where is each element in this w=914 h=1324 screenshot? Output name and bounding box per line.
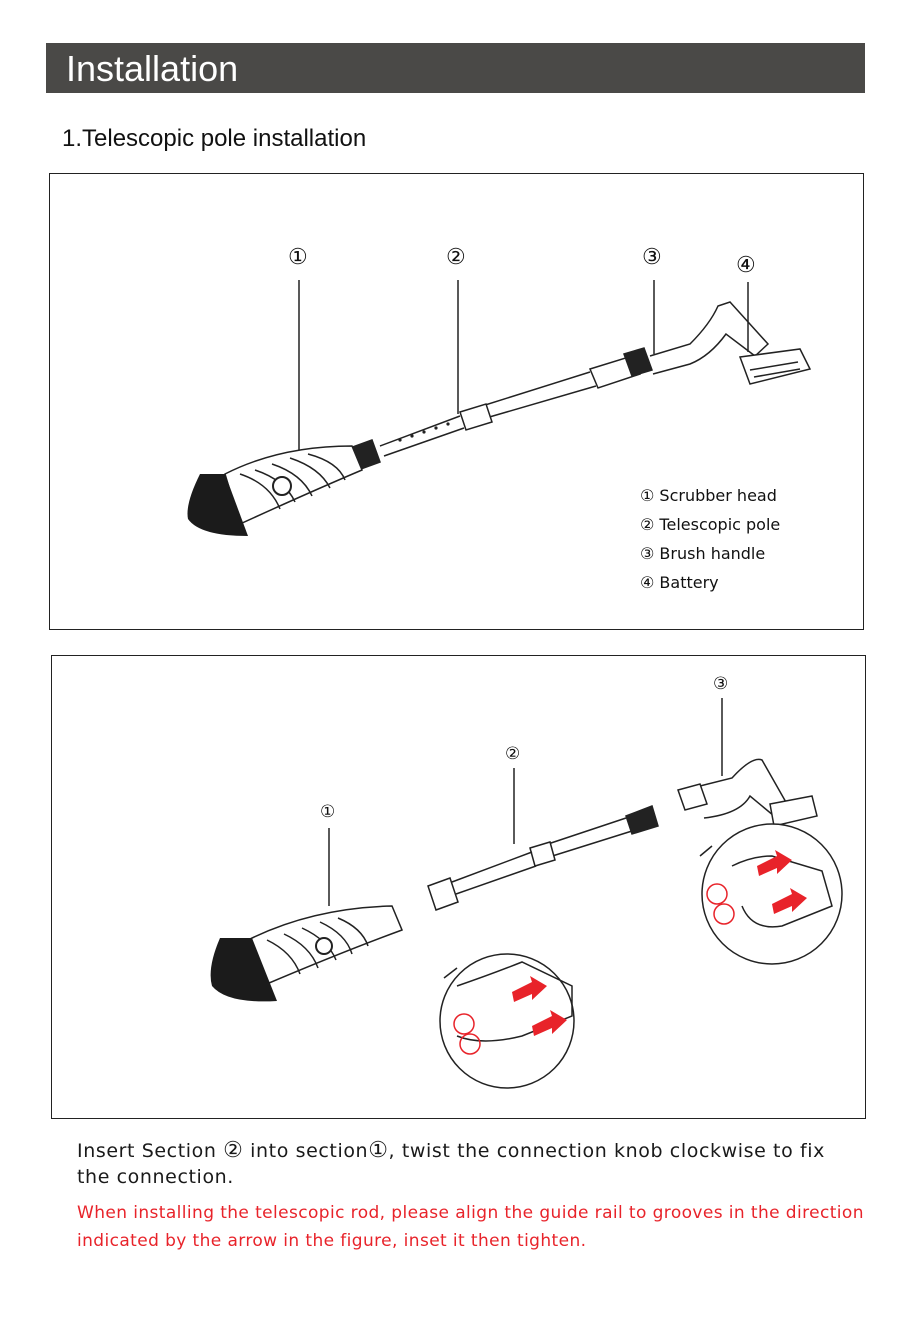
section-header-bar: Installation [46,43,865,93]
legend-item-battery: ④ Battery [640,573,719,592]
callout-3: ③ [713,674,729,694]
callout-4: ④ [736,253,756,278]
subsection-title: 1.Telescopic pole installation [62,125,367,152]
figure-assembled-scrubber: ① ② ③ ④ [49,173,864,630]
instruction-num: ① [368,1138,389,1163]
instruction-part: , twist the connection knob clockwise to… [77,1140,825,1188]
warning-text: When installing the telescopic rod, plea… [77,1203,864,1251]
legend-item-telescopic-pole: ② Telescopic pole [640,515,781,534]
callout-2: ② [446,245,466,270]
legend-item-brush-handle: ③ Brush handle [640,544,766,563]
callout-2: ② [505,744,521,764]
instruction-part: into section [243,1140,369,1162]
callout-1: ① [320,802,336,822]
legend-item-scrubber-head: ① Scrubber head [640,486,777,505]
callout-3: ③ [642,245,662,270]
callout-1: ① [288,245,308,270]
scrubber-illustration [187,280,812,536]
exploded-illustration [210,698,843,1089]
page-title: Installation [66,48,239,89]
parts-legend: ① Scrubber head ② Telescopic pole ③ Brus… [640,481,780,597]
instruction-num: ② [223,1138,244,1163]
instruction-part: Insert Section [77,1140,224,1162]
instruction-text: Insert Section ② into section①, twist th… [77,1138,857,1190]
figure-exploded-assembly: ① ② ③ [51,655,866,1119]
